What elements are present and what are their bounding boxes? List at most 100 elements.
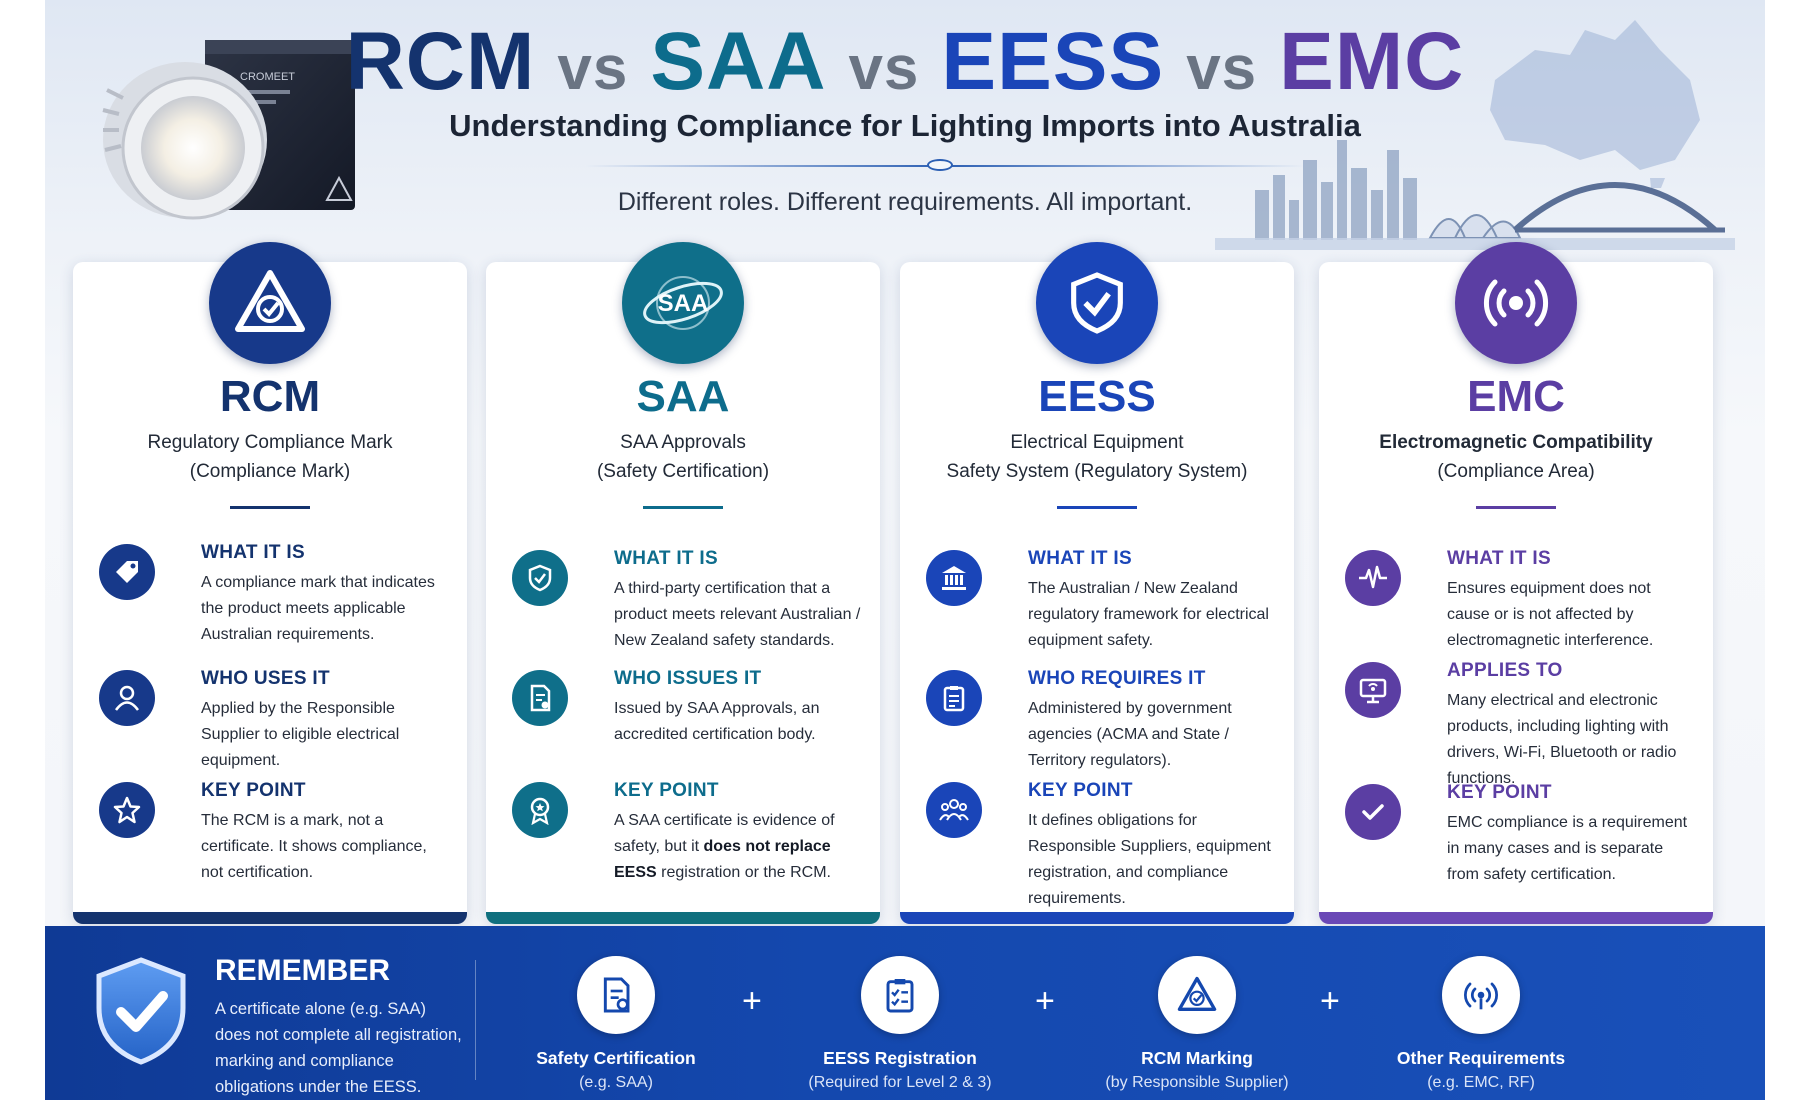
title-emc: EMC [1279, 16, 1465, 107]
card-subtitle-line2: (Compliance Mark) [189, 461, 351, 482]
card-saa: SAA SAA SAA Approvals (Safety Certificat… [486, 242, 880, 924]
card-rule [230, 506, 310, 509]
section-body: Applied by the Responsible Supplier to e… [201, 700, 400, 769]
requirement-rcm-marking: RCM Marking (by Responsible Supplier) [1077, 956, 1317, 1092]
certificate-doc-icon [577, 956, 655, 1034]
card-eess: EESS Electrical Equipment Safety System … [900, 242, 1294, 924]
user-icon [99, 670, 155, 726]
section-body: Ensures equipment does not cause or is n… [1447, 580, 1654, 649]
section-body: A compliance mark that indicates the pro… [201, 574, 435, 643]
section-body: A SAA certificate is evidence of safety,… [614, 808, 864, 886]
section-body-pre: A SAA certificate is evidence of safety,… [614, 812, 835, 855]
section-heading: WHO USES IT [201, 668, 330, 689]
section-body: Many electrical and electronic products,… [1447, 692, 1677, 787]
waveform-icon [1345, 550, 1401, 606]
remember-text: A certificate alone (e.g. SAA) does not … [215, 1000, 462, 1096]
title-vs-3: vs [1186, 34, 1258, 103]
shield-check-icon [1036, 242, 1158, 364]
card-rule [1057, 506, 1137, 509]
people-group-icon [926, 782, 982, 838]
downlight-product-image: CROMEET [102, 40, 355, 220]
section-heading: KEY POINT [1028, 780, 1133, 801]
shield-check-icon [96, 957, 186, 1065]
section-heading: WHAT IT IS [614, 548, 718, 569]
section-heading: KEY POINT [1447, 782, 1552, 803]
main-title: RCM vs SAA vs EESS vs EMC [45, 12, 1765, 119]
rcm-triangle-icon [1158, 956, 1236, 1034]
section-heading: APPLIES TO [1447, 660, 1563, 681]
radio-waves-icon [1442, 956, 1520, 1034]
card-rule [643, 506, 723, 509]
plus-sign: + [1320, 982, 1340, 1020]
title-eess: EESS [941, 16, 1165, 107]
divider-ornament [927, 159, 953, 171]
section-heading: WHO ISSUES IT [614, 668, 762, 689]
sydney-skyline-image [1215, 140, 1735, 250]
section-body-emphasis: does not replace EESS [614, 838, 831, 881]
tag-icon [99, 544, 155, 600]
footer-divider [475, 960, 476, 1080]
card-rcm: RCM Regulatory Compliance Mark (Complian… [73, 242, 467, 924]
requirement-title: Other Requirements [1396, 1048, 1566, 1068]
saa-globe-icon: SAA [622, 242, 744, 364]
section-body: EMC compliance is a requirement in many … [1447, 814, 1688, 883]
star-icon [99, 782, 155, 838]
card-subtitle-line1: Electrical Equipment [1010, 432, 1184, 453]
card-title: EMC [1467, 372, 1565, 421]
card-accent-bar [900, 912, 1294, 924]
requirement-title: RCM Marking [1141, 1048, 1253, 1068]
checkmark-icon [1345, 784, 1401, 840]
title-vs-2: vs [848, 34, 920, 103]
section-body: A third-party certification that a produ… [614, 580, 861, 649]
section-body-post: registration or the RCM. [656, 864, 831, 881]
card-title: SAA [636, 372, 730, 421]
title-saa: SAA [650, 16, 827, 107]
clipboard-list-icon [926, 670, 982, 726]
section-body: It defines obligations for Responsible S… [1028, 812, 1271, 907]
plus-sign: + [742, 982, 762, 1020]
section-body: Issued by SAA Approvals, an accredited c… [614, 700, 820, 743]
box-label: CROMEET [240, 71, 295, 83]
card-subtitle: Electromagnetic Compatibility (Complianc… [1339, 428, 1693, 486]
card-emc: EMC Electromagnetic Compatibility (Compl… [1319, 242, 1713, 924]
card-subtitle-line1: Regulatory Compliance Mark [147, 432, 393, 453]
requirement-title: Safety Certification [536, 1048, 696, 1068]
card-subtitle: Regulatory Compliance Mark (Compliance M… [93, 428, 447, 486]
saa-badge-text: SAA [658, 290, 709, 317]
card-subtitle-line1: SAA Approvals [620, 432, 746, 453]
rcm-triangle-icon [209, 242, 331, 364]
requirement-safety-certification: Safety Certification (e.g. SAA) [496, 956, 736, 1092]
footer-remember-bar: REMEMBER A certificate alone (e.g. SAA) … [45, 926, 1765, 1100]
requirement-subtitle: (e.g. SAA) [579, 1074, 653, 1091]
certificate-doc-icon [512, 670, 568, 726]
requirement-subtitle: (e.g. EMC, RF) [1427, 1074, 1535, 1091]
card-subtitle-line2: Safety System (Regulatory System) [946, 461, 1248, 482]
card-accent-bar [73, 912, 467, 924]
card-title: EESS [1038, 372, 1156, 421]
title-vs-1: vs [557, 34, 629, 103]
plus-sign: + [1035, 982, 1055, 1020]
section-heading: WHAT IT IS [1447, 548, 1551, 569]
government-building-icon [926, 550, 982, 606]
card-subtitle-line2: (Safety Certification) [596, 461, 770, 482]
card-subtitle: Electrical Equipment Safety System (Regu… [920, 428, 1274, 486]
shield-check-icon [512, 550, 568, 606]
requirement-title: EESS Registration [823, 1048, 977, 1068]
title-rcm: RCM [345, 16, 536, 107]
australia-map-image [1490, 20, 1700, 188]
card-subtitle-line1: Electromagnetic Compatibility [1379, 432, 1653, 453]
section-heading: KEY POINT [614, 780, 719, 801]
card-title: RCM [219, 372, 321, 421]
section-heading: WHAT IT IS [1028, 548, 1132, 569]
card-rule [1476, 506, 1556, 509]
section-heading: KEY POINT [201, 780, 306, 801]
clipboard-list-icon [861, 956, 939, 1034]
award-ribbon-icon [512, 782, 568, 838]
section-body: The Australian / New Zealand regulatory … [1028, 580, 1269, 649]
radio-waves-icon [1455, 242, 1577, 364]
remember-title: REMEMBER [215, 954, 391, 987]
requirement-subtitle: (Required for Level 2 & 3) [808, 1074, 992, 1091]
subtitle: Understanding Compliance for Lighting Im… [449, 108, 1361, 143]
card-subtitle-line2: (Compliance Area) [1437, 461, 1595, 482]
requirement-eess-registration: EESS Registration (Required for Level 2 … [780, 956, 1020, 1092]
